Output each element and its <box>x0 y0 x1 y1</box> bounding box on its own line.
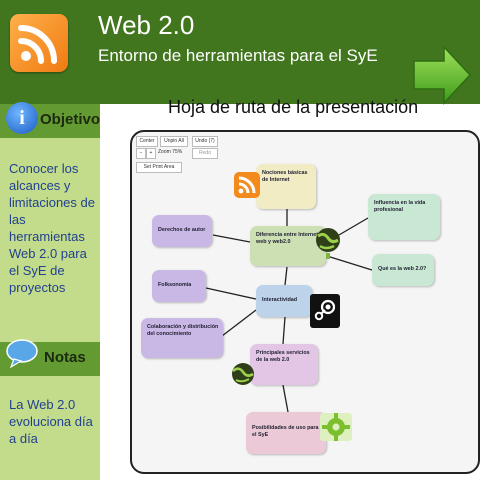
zoom-in-button[interactable]: + <box>146 148 156 159</box>
sidebar: i Objetivo Conocer los alcances y limita… <box>0 102 101 480</box>
node-label: Influencia en la vida profesional <box>374 200 426 213</box>
notas-label: Notas <box>44 349 86 366</box>
node-label: Interactividad <box>262 297 298 303</box>
steam-icon <box>310 294 340 328</box>
notas-text: La Web 2.0 evoluciona día a día <box>9 397 93 446</box>
mindmap-frame[interactable]: Center Unpin All Undo (7) − + Zoom 75% R… <box>130 130 480 474</box>
arrow-right-icon[interactable] <box>412 44 472 106</box>
globe-icon <box>316 228 340 259</box>
objetivo-header: i Objetivo <box>0 102 101 138</box>
globe-icon <box>232 363 254 385</box>
node-principales[interactable]: Principales servicios de la web 2.0 <box>250 344 318 385</box>
zoom-out-button[interactable]: − <box>136 148 146 159</box>
node-label: Folksonomía <box>158 282 192 288</box>
gear-icon <box>320 413 352 441</box>
node-nociones[interactable]: Nociones básicas de Internet <box>256 164 316 209</box>
node-interactividad[interactable]: Interactividad <box>256 285 312 317</box>
rss-icon <box>10 14 68 72</box>
objetivo-text: Conocer los alcances y limitaciones de l… <box>9 161 95 295</box>
page-title: Web 2.0 <box>98 10 195 40</box>
header-bar: Web 2.0 Entorno de herramientas para el … <box>0 0 480 106</box>
zoom-level: Zoom 75% <box>158 149 183 155</box>
center-button[interactable]: Center <box>136 136 158 147</box>
node-label: Derechos de autor <box>158 227 206 233</box>
node-diferencia[interactable]: Diferencia entre Internet web y web2.0 <box>250 226 326 266</box>
redo-button[interactable]: Redo <box>192 148 218 159</box>
speech-bubble-icon <box>6 339 38 368</box>
node-posibilidades[interactable]: Posibilidades de uso para el SyE <box>246 412 326 454</box>
node-label: Diferencia entre Internet web y web2.0 <box>256 232 319 245</box>
node-colaboracion[interactable]: Colaboración y distribución del conocimi… <box>141 318 223 358</box>
info-icon: i <box>6 102 38 134</box>
notas-header: Notas <box>0 339 100 376</box>
node-label: Colaboración y distribución del conocimi… <box>147 324 219 337</box>
node-label: Nociones básicas de Internet <box>262 170 308 183</box>
unpin-all-button[interactable]: Unpin All <box>160 136 188 147</box>
page-subtitle: Entorno de herramientas para el SyE <box>98 46 378 65</box>
node-folksonomia[interactable]: Folksonomía <box>152 270 206 302</box>
rss-small-icon <box>234 172 260 198</box>
node-influencia[interactable]: Influencia en la vida profesional <box>368 194 440 240</box>
node-derechos[interactable]: Derechos de autor <box>152 215 212 247</box>
node-que-es[interactable]: Qué es la web 2.0? <box>372 254 434 286</box>
objetivo-label: Objetivo <box>40 111 101 128</box>
undo-button[interactable]: Undo (7) <box>192 136 218 147</box>
node-label: Principales servicios de la web 2.0 <box>256 350 310 363</box>
node-label: Posibilidades de uso para el SyE <box>252 425 319 438</box>
main-title: Hoja de ruta de la presentación <box>168 97 419 117</box>
node-label: Qué es la web 2.0? <box>378 266 427 272</box>
set-print-area-button[interactable]: Set Print Area <box>136 162 182 173</box>
